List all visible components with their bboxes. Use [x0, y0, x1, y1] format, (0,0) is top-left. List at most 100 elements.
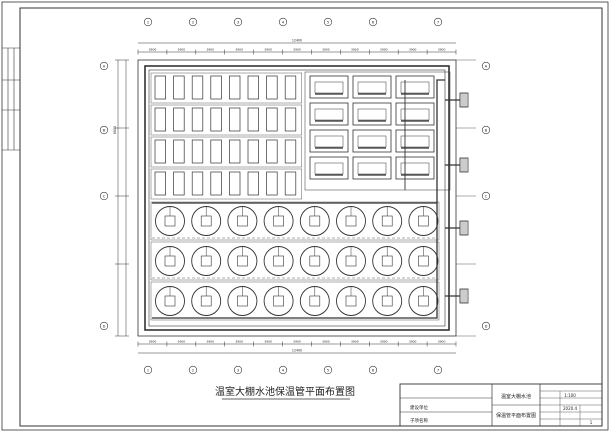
top-grid-bubble	[323, 17, 333, 27]
title-block	[399, 383, 603, 427]
tank-fixture	[200, 215, 212, 227]
equipment-unit	[400, 162, 430, 175]
greenhouse-bed	[210, 171, 222, 196]
title-block-row-2: 子项名称	[410, 417, 428, 424]
tank-fixture	[164, 295, 176, 307]
equipment-room	[352, 156, 392, 180]
title-block-row-1: 建设单位	[410, 404, 428, 411]
greenhouse-bed	[210, 139, 222, 164]
pump-units	[456, 92, 469, 304]
top-grid-bubble	[433, 17, 443, 27]
riser-pipe	[436, 79, 445, 203]
water-tanks	[150, 201, 440, 321]
greenhouse-bed	[210, 107, 222, 132]
greenhouse-row	[150, 168, 303, 200]
equipment-room	[309, 75, 349, 99]
equipment-unit	[400, 81, 430, 94]
top-dimension-segment-label: 3900	[293, 48, 301, 52]
equipment-unit	[357, 108, 387, 121]
top-grid-bubble	[368, 17, 378, 27]
greenhouse-bed	[266, 107, 278, 132]
top-dimension-segment-label: 3900	[322, 48, 330, 52]
greenhouse-bed	[284, 171, 297, 196]
tank-fixture	[273, 255, 284, 267]
right-grid-bubble-label: A	[485, 64, 488, 68]
top-dimension-segment-label: 3900	[178, 48, 186, 52]
bottom-dimension-segment-label: 3900	[351, 340, 359, 344]
tank-fixture	[237, 215, 248, 227]
equipment-unit	[314, 162, 344, 175]
greenhouse-bed	[191, 139, 204, 164]
bottom-grid-bubble-label: 4	[282, 368, 285, 372]
right-grid-bubble-label: B	[485, 128, 488, 132]
greenhouse-bed	[191, 75, 204, 100]
equipment-unit	[357, 135, 387, 148]
bottom-grid-bubble	[233, 365, 243, 375]
date-value: 2020.4	[563, 406, 577, 411]
drawing-name: 保温管平面布置图	[496, 412, 536, 419]
sheet-number: 1	[590, 420, 593, 425]
bottom-grid-bubble-label: 2	[192, 368, 194, 372]
top-dimension-overall-label: 12400	[292, 39, 302, 43]
top-dimension-segment-label: 3900	[351, 48, 359, 52]
equipment-room	[395, 102, 435, 126]
bottom-dimension-segment-label: 3900	[409, 340, 417, 344]
top-dimension-segment-label: 3900	[409, 48, 417, 52]
greenhouse-bed	[191, 107, 204, 132]
greenhouse-bed	[154, 139, 166, 164]
greenhouse-bed	[154, 171, 166, 196]
greenhouse-bed	[191, 171, 204, 196]
right-grid-bubble	[481, 61, 491, 71]
bottom-dimension-segment-label: 3900	[178, 340, 186, 344]
top-grid-bubble	[188, 17, 198, 27]
greenhouse-row	[150, 72, 303, 104]
equipment-unit	[400, 108, 430, 121]
bottom-dimension-segment-label: 3900	[149, 340, 157, 344]
bottom-dimension-segment-label: 3900	[293, 340, 301, 344]
scale-value: 1:100	[564, 393, 576, 398]
equipment-room	[395, 75, 435, 99]
bottom-dimension-overall-label: 12400	[292, 349, 302, 353]
tank-fixture	[345, 295, 357, 307]
tank-row	[150, 241, 440, 281]
bottom-grid-bubble-label: 7	[437, 368, 439, 372]
pump-connection-pipes	[445, 99, 460, 297]
dimension-lines: 3900 3900 3900 3900 3900 3900 3900 3900 3900 3900…	[113, 39, 476, 354]
top-dimension-segment-label: 3900	[380, 48, 388, 52]
greenhouse-bed	[266, 139, 278, 164]
left-grid-bubble-label: C	[103, 194, 106, 198]
tank-fixture	[309, 295, 321, 307]
equipment-unit	[314, 108, 344, 121]
greenhouse-bed	[266, 75, 278, 100]
bottom-grid-bubble-label: 5	[327, 368, 329, 372]
tank-row	[150, 281, 440, 321]
bottom-grid-bubble-label: 3	[237, 368, 239, 372]
bottom-grid-bubble	[143, 365, 153, 375]
bottom-grid-bubble	[323, 365, 333, 375]
tank-fixture	[273, 215, 284, 227]
tank-fixture	[418, 255, 429, 267]
building-outline	[137, 59, 457, 337]
tank-row	[150, 201, 440, 241]
top-dimension-segment-label: 3900	[206, 48, 214, 52]
top-dimension-segment-label: 3900	[438, 48, 446, 52]
greenhouse-bed	[229, 75, 241, 100]
top-grid-bubble	[233, 17, 243, 27]
bottom-dimension-segment-label: 3900	[206, 340, 214, 344]
top-dimension-segment-label: 3900	[235, 48, 243, 52]
equipment-room	[309, 102, 349, 126]
top-grid-bubble-label: 2	[192, 20, 194, 24]
left-grid-bubble-label: B	[103, 128, 106, 132]
greenhouse-bed	[229, 171, 241, 196]
greenhouse-row	[150, 104, 303, 136]
greenhouse-bed	[284, 75, 297, 100]
tank-fixture	[381, 295, 393, 307]
left-dimension-label: 8800	[113, 126, 117, 134]
sheet-inner-border	[19, 7, 603, 427]
left-grid-bubble	[99, 61, 109, 71]
equipment-unit	[357, 81, 387, 94]
greenhouse-beds	[150, 72, 303, 200]
left-grid-bubble-label: A	[103, 64, 106, 68]
